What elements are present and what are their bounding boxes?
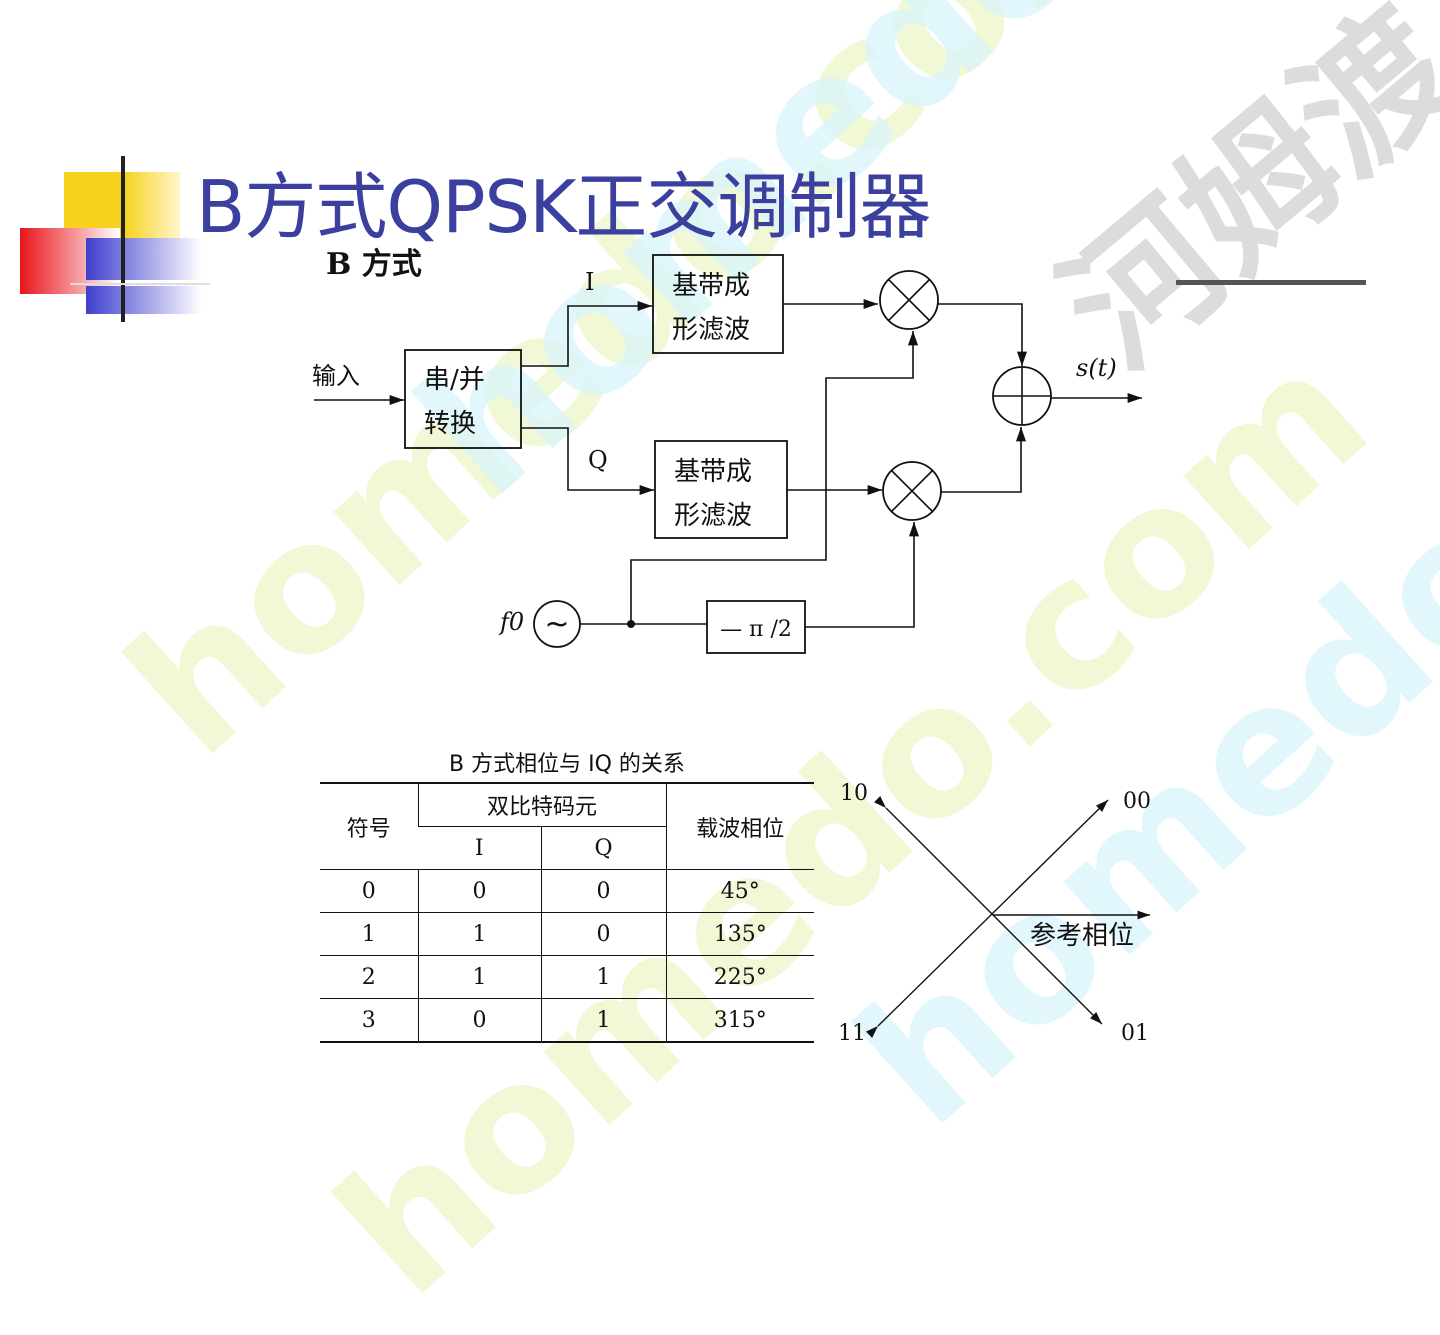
constellation-diagram: 参考相位 10 00 11 01	[838, 781, 1151, 1046]
table-row: 0 0 0 45°	[320, 869, 814, 913]
phase-table: 符号 双比特码元 载波相位 I Q 0 0 0 45° 1 1 0 135°	[320, 782, 814, 1043]
slide-title: B方式QPSK正交调制器	[196, 165, 931, 249]
osc-label: f0	[498, 608, 524, 636]
header-phase: 载波相位	[665, 782, 814, 870]
cell-q: 0	[540, 869, 666, 913]
deco-blue-square-2	[86, 286, 202, 314]
point-label-10: 10	[840, 781, 868, 806]
cell-phase: 135°	[665, 912, 814, 956]
constellation-axis-10-01	[873, 795, 1103, 1025]
carrier-to-mult-i-wire	[630, 331, 919, 624]
output-label: s(t)	[1076, 354, 1117, 382]
cell-i: 1	[417, 912, 541, 956]
filter-i-label-1: 基带成	[672, 271, 750, 301]
cell-i: 0	[417, 869, 541, 913]
header-q: Q	[540, 826, 666, 870]
header-symbol: 符号	[320, 782, 418, 870]
cell-q: 1	[540, 955, 666, 999]
ref-phase-label: 参考相位	[1030, 921, 1134, 951]
table-row: 3 0 1 315°	[320, 998, 814, 1043]
table-caption: B 方式相位与 IQ 的关系	[449, 752, 685, 777]
input-label: 输入	[312, 362, 360, 390]
cell-q: 1	[540, 998, 666, 1043]
mult-q-to-summer-wire	[941, 427, 1027, 493]
constellation-axis-11-00	[865, 799, 1109, 1038]
block-diagram: B 方式 输入 串/并 转换 I 基带成 形滤波 Q 基带成 形滤波	[312, 247, 1151, 1046]
q-label: Q	[588, 446, 608, 474]
corner-decoration	[20, 156, 210, 322]
cell-phase: 315°	[665, 998, 814, 1043]
multiplier-i	[879, 270, 939, 330]
header-i: I	[418, 826, 541, 870]
filter-i-label-2: 形滤波	[672, 315, 750, 345]
mult-i-to-summer-wire	[938, 303, 1028, 366]
i-branch-wire	[521, 300, 652, 367]
filter-q-label-2: 形滤波	[674, 501, 752, 531]
point-label-11: 11	[838, 1021, 866, 1046]
cell-q: 0	[540, 912, 666, 956]
diagram-heading: B 方式	[326, 247, 422, 282]
cell-i: 0	[417, 998, 541, 1043]
sp-converter-label-1: 串/并	[424, 365, 485, 395]
multiplier-q	[882, 461, 942, 521]
deco-yellow-fade	[124, 172, 180, 240]
filter-q-label-1: 基带成	[674, 457, 752, 487]
i-label: I	[585, 268, 594, 296]
cell-phase: 45°	[665, 869, 814, 913]
cell-symbol: 0	[320, 869, 418, 913]
deco-blue-square	[86, 238, 202, 280]
sp-converter-label-2: 转换	[424, 409, 476, 439]
cell-symbol: 3	[320, 998, 418, 1043]
cell-i: 1	[417, 955, 541, 999]
summer	[992, 366, 1052, 426]
shifter-to-mult-q-wire	[805, 522, 920, 628]
q-branch-wire	[521, 427, 654, 496]
osc-symbol: ~	[544, 607, 569, 642]
point-label-01: 01	[1121, 1021, 1149, 1046]
slide: homedo.com homedo.com homedo.com homedo.…	[20, 0, 1440, 1335]
point-label-00: 00	[1123, 789, 1151, 814]
header-dibit: 双比特码元	[417, 782, 666, 827]
cell-symbol: 2	[320, 955, 418, 999]
table-row: 1 1 0 135°	[320, 912, 814, 956]
sp-converter-box	[404, 349, 522, 449]
phase-shift-label: — π /2	[720, 617, 792, 642]
cell-phase: 225°	[665, 955, 814, 999]
title-rule	[1176, 280, 1366, 285]
cell-symbol: 1	[320, 912, 418, 956]
table-row: 2 1 1 225°	[320, 955, 814, 999]
